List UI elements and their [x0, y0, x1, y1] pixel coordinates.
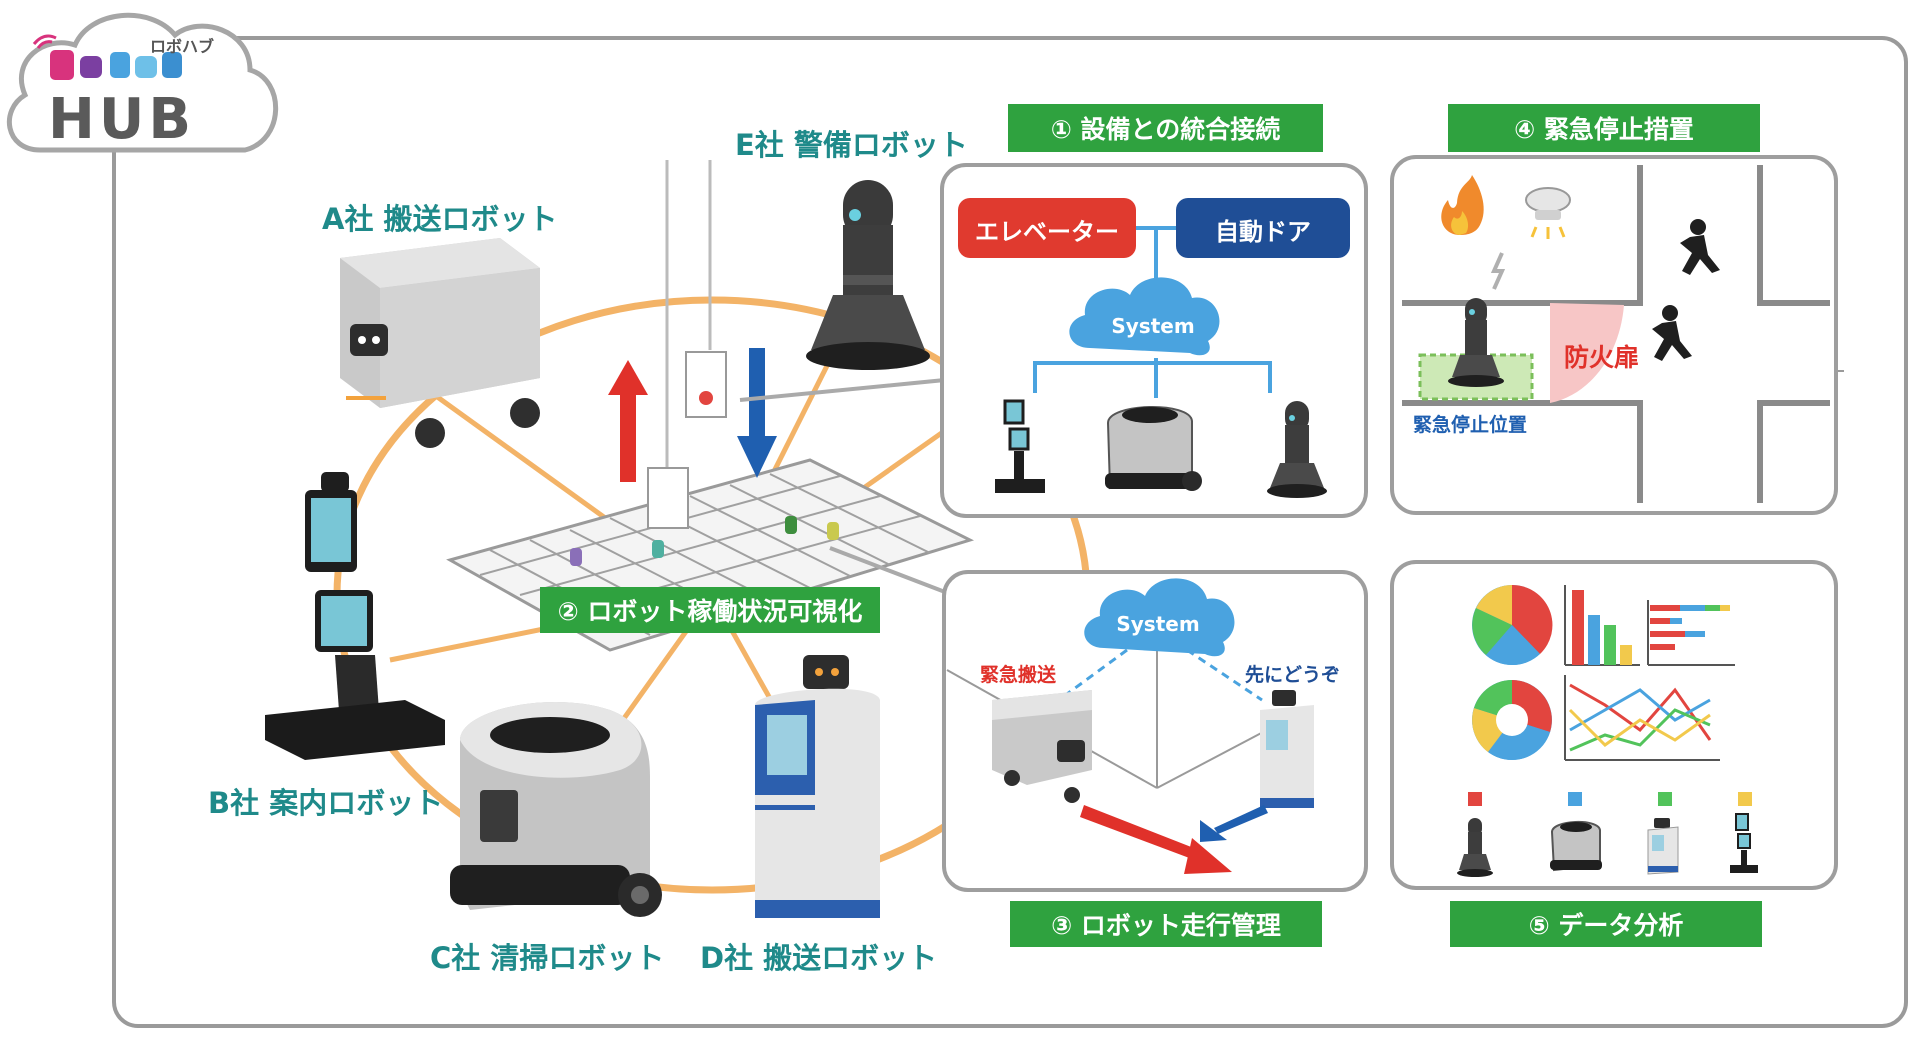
- elevator-box: [958, 198, 1136, 258]
- blue-route-arrow-icon: [1200, 805, 1268, 842]
- system-label-3: System: [1116, 612, 1200, 636]
- red-route-arrow-icon: [1080, 805, 1232, 874]
- fire-door-icon: [1550, 303, 1624, 403]
- system-label-1: System: [1111, 314, 1195, 338]
- elevator-label: エレベーター: [975, 218, 1119, 246]
- pie-chart-icon: [1472, 584, 1553, 665]
- security-robot-stopped-icon: [1448, 298, 1504, 387]
- panel4-diagram: [1402, 165, 1830, 503]
- cleaning-robot-small-icon: [1105, 406, 1202, 491]
- auto-door-box: [1176, 198, 1350, 258]
- signal-bolt-icon: [1490, 252, 1506, 290]
- robohub-logo: ロボハブ HUB: [7, 12, 279, 153]
- fire-door-label: 防火扉: [1564, 343, 1640, 372]
- panel5-diagram: [1457, 584, 1758, 877]
- robot-label-a: A社 搬送ロボット: [322, 202, 558, 236]
- elevator-down-arrow-icon: [737, 348, 777, 478]
- legend-squares-icon: [1468, 792, 1752, 806]
- section-label-2: ② ロボット稼働状況可視化: [540, 587, 880, 633]
- elevator-up-arrow-icon: [608, 360, 648, 482]
- line-chart-icon: [1564, 675, 1720, 761]
- logo-letters-icon: [32, 34, 182, 80]
- security-robot-e-icon: [806, 180, 930, 370]
- panel3-diagram: [946, 578, 1314, 874]
- outer-frame: [112, 36, 1908, 1028]
- delivery-robot-tiny-icon: [1647, 818, 1679, 875]
- robot-label-c: C社 清掃ロボット: [430, 941, 665, 975]
- cloud-icon: [1084, 578, 1235, 657]
- section-label-3: ③ ロボット走行管理: [1010, 901, 1322, 947]
- logo-title: HUB: [48, 87, 195, 152]
- guide-robot-b-icon: [265, 472, 445, 760]
- edge-mark: [1838, 370, 1844, 372]
- fire-icon: [1441, 175, 1484, 235]
- logo-kana: ロボハブ: [150, 37, 214, 56]
- panel1-diagram: [958, 198, 1350, 498]
- cleaning-robot-tiny-icon: [1550, 820, 1602, 872]
- security-robot-tiny-icon: [1457, 818, 1493, 877]
- robot-label-e: E社 警備ロボット: [735, 128, 968, 162]
- robot-label-b: B社 案内ロボット: [208, 786, 444, 820]
- transport-robot-d-icon: [755, 655, 880, 918]
- go-ahead-label: 先にどうぞ: [1245, 664, 1341, 686]
- transport-robot-small-icon: [992, 690, 1092, 803]
- section-label-1: ① 設備との統合接続: [1008, 104, 1323, 152]
- cleaning-robot-c-icon: [450, 701, 662, 917]
- panel-data-analysis: [1390, 560, 1838, 890]
- delivery-robot-small-icon: [1260, 690, 1314, 808]
- bar-chart-icon: [1564, 585, 1640, 666]
- transport-robot-a-icon: [340, 238, 540, 448]
- guide-robot-small-icon: [995, 399, 1045, 493]
- horizontal-bar-chart-icon: [1647, 600, 1735, 666]
- security-robot-small-icon: [1267, 401, 1327, 498]
- auto-door-label: 自動ドア: [1215, 218, 1311, 246]
- emergency-stop-position-label: 緊急停止位置: [1413, 414, 1528, 436]
- robot-label-d: D社 搬送ロボット: [700, 941, 938, 975]
- smoke-detector-icon: [1525, 187, 1571, 239]
- running-person-icon: [1652, 219, 1720, 361]
- donut-chart-icon: [1472, 680, 1552, 760]
- cloud-icon: [1069, 277, 1220, 356]
- section-label-4: ④ 緊急停止措置: [1448, 104, 1760, 152]
- section-label-5: ⑤ データ分析: [1450, 901, 1762, 947]
- emergency-transport-label: 緊急搬送: [980, 664, 1057, 686]
- guide-robot-tiny-icon: [1730, 813, 1758, 873]
